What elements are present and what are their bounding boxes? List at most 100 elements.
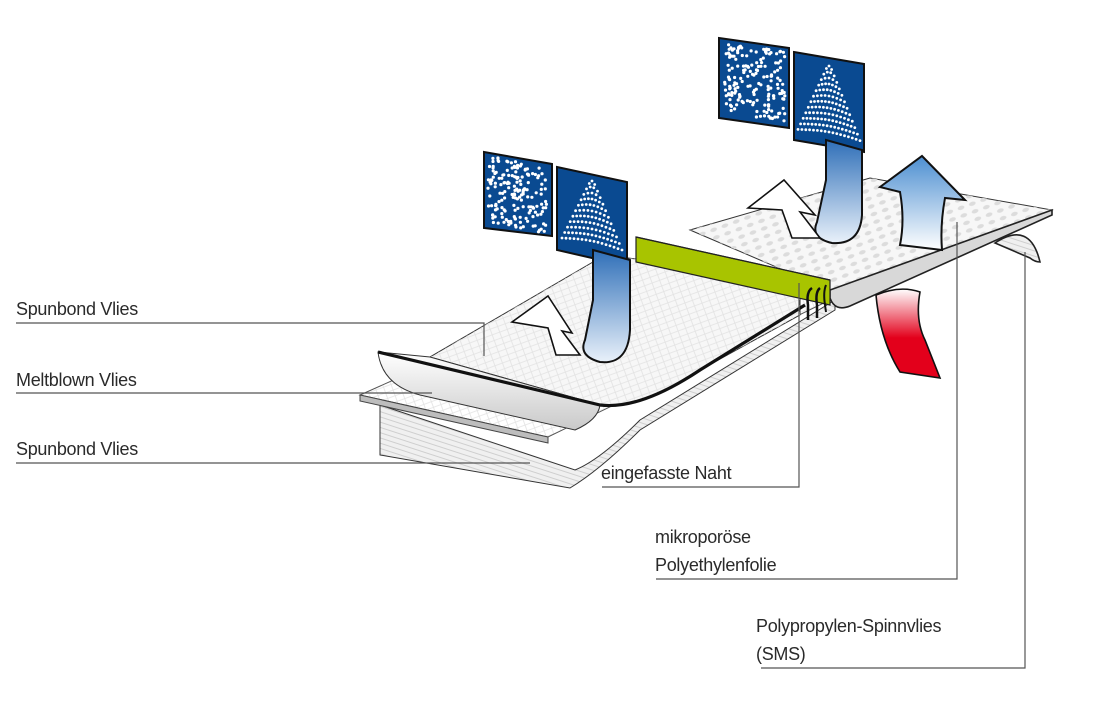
droplet-dot [594, 228, 598, 232]
particle-dot [496, 221, 500, 225]
particle-dot [776, 68, 780, 72]
particle-dot [736, 85, 740, 89]
droplet-dot [572, 237, 576, 241]
particle-dot [763, 50, 768, 54]
droplet-dot [820, 82, 824, 86]
particle-dot [724, 94, 728, 98]
droplet-dot [597, 200, 601, 204]
droplet-dot [582, 208, 586, 212]
droplet-dot [582, 226, 586, 230]
droplet-dot [827, 64, 831, 68]
droplet-dot [849, 124, 853, 128]
particle-dot [531, 224, 535, 228]
particle-dot [769, 79, 773, 83]
droplet-dot [584, 203, 588, 206]
particle-dot [536, 230, 541, 234]
particle-dot [767, 108, 771, 112]
droplet-dot [827, 118, 831, 122]
droplet-dot [823, 118, 827, 121]
particle-dot [765, 74, 769, 79]
droplet-dot [843, 100, 846, 104]
particle-dot [733, 91, 737, 95]
particle-dot [733, 75, 737, 80]
droplet-dot [835, 81, 839, 84]
droplet-dot [854, 137, 858, 141]
droplet-dot [840, 93, 844, 97]
droplet-dot [578, 231, 582, 235]
droplet-dot [608, 227, 612, 231]
droplet-dot [839, 115, 842, 119]
leader-spunbond-top [16, 322, 485, 356]
particle-dot [527, 211, 531, 215]
particle-dot [760, 61, 764, 65]
droplet-dot [586, 232, 590, 236]
droplet-dot [598, 229, 602, 233]
droplet-dot [598, 235, 602, 239]
droplet-dot [827, 112, 831, 116]
particle-dot [544, 206, 548, 210]
droplet-dot [823, 130, 827, 133]
droplet-dot [835, 120, 838, 123]
particle-dot [510, 192, 514, 197]
particle-dot [541, 206, 545, 210]
particle-dot [506, 219, 510, 224]
droplet-dot [580, 220, 584, 224]
particle-dot [730, 48, 735, 52]
particle-dot [529, 205, 533, 209]
droplet-dot [588, 185, 592, 189]
particle-dot [539, 212, 543, 216]
vapor-outflow-arrow-left [509, 294, 582, 356]
droplet-dot [819, 129, 823, 133]
particle-dot [527, 173, 531, 177]
droplet-dot [816, 117, 820, 121]
droplet-dot [592, 204, 596, 207]
particle-dot [736, 98, 740, 102]
label-seam: eingefasste Naht [601, 463, 732, 483]
droplet-dot [844, 111, 848, 115]
particle-dot [518, 220, 523, 224]
droplet-dot [607, 232, 610, 236]
particle-dot [500, 215, 504, 219]
particle-dot [765, 110, 769, 115]
particle-dot [779, 59, 783, 63]
particle-dot [727, 68, 731, 72]
particle-dot [729, 46, 733, 50]
droplet-dot [580, 203, 584, 207]
droplet-dot [586, 215, 590, 218]
droplet-dot [570, 225, 573, 229]
particle-dot [723, 80, 727, 84]
particle-dot [762, 114, 767, 118]
particle-dot [494, 170, 498, 174]
particle-dot [730, 54, 734, 58]
label-meltblown: Meltblown Vlies [16, 370, 137, 390]
droplet-dot [832, 74, 836, 78]
particle-dot [502, 220, 506, 224]
particle-dot [734, 57, 738, 61]
particle-dot [772, 96, 776, 100]
particle-dot [780, 91, 784, 95]
particle-dot [533, 172, 538, 177]
droplet-dot [829, 107, 833, 110]
particle-dot [752, 92, 756, 97]
droplet-dot [852, 131, 855, 135]
particle-dot [491, 159, 495, 164]
droplet-dot [575, 214, 579, 218]
particle-dot [504, 218, 508, 222]
droplet-dot [824, 100, 827, 103]
particle-dot [735, 82, 739, 86]
droplet-dot [858, 139, 862, 143]
spunbond-bottom-layer [379, 299, 836, 489]
particle-dot [748, 69, 752, 73]
particle-dot [531, 215, 535, 219]
particle-dot [736, 51, 740, 55]
particle-dot [521, 205, 525, 209]
droplet-dot [840, 127, 844, 131]
particle-dot [488, 194, 492, 198]
particle-dot [770, 109, 774, 113]
droplet-dot [820, 99, 824, 103]
droplet-dot [809, 100, 813, 104]
particle-dot [518, 179, 522, 183]
particle-dot [536, 176, 540, 180]
droplet-dot [600, 242, 604, 245]
particle-dot [744, 64, 748, 68]
